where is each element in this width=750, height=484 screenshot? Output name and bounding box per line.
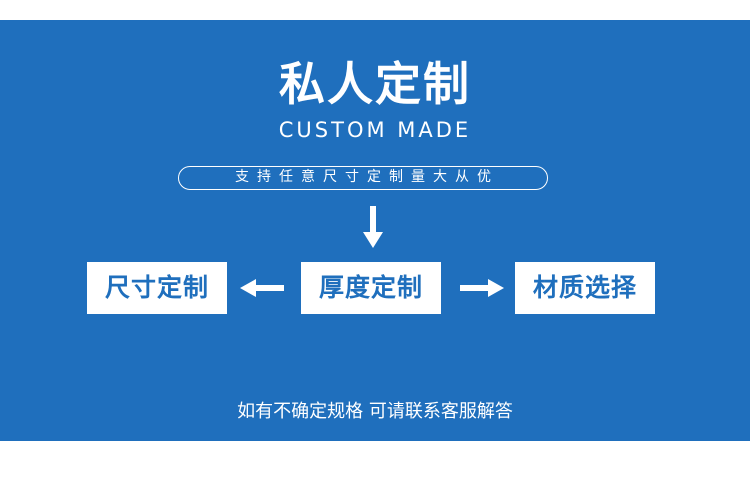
- size-custom-box: 尺寸定制: [87, 262, 227, 314]
- arrow-left-icon: [240, 279, 284, 297]
- tagline-pill: 支持任意尺寸定制量大从优: [178, 166, 548, 190]
- thickness-custom-box: 厚度定制: [301, 262, 441, 314]
- arrow-down-icon: [363, 206, 383, 248]
- material-select-box: 材质选择: [515, 262, 655, 314]
- page-title: 私人定制: [279, 57, 471, 111]
- footer-note: 如有不确定规格 可请联系客服解答: [237, 401, 513, 422]
- page-subtitle: CUSTOM MADE: [278, 118, 472, 142]
- arrow-right-icon: [460, 279, 504, 297]
